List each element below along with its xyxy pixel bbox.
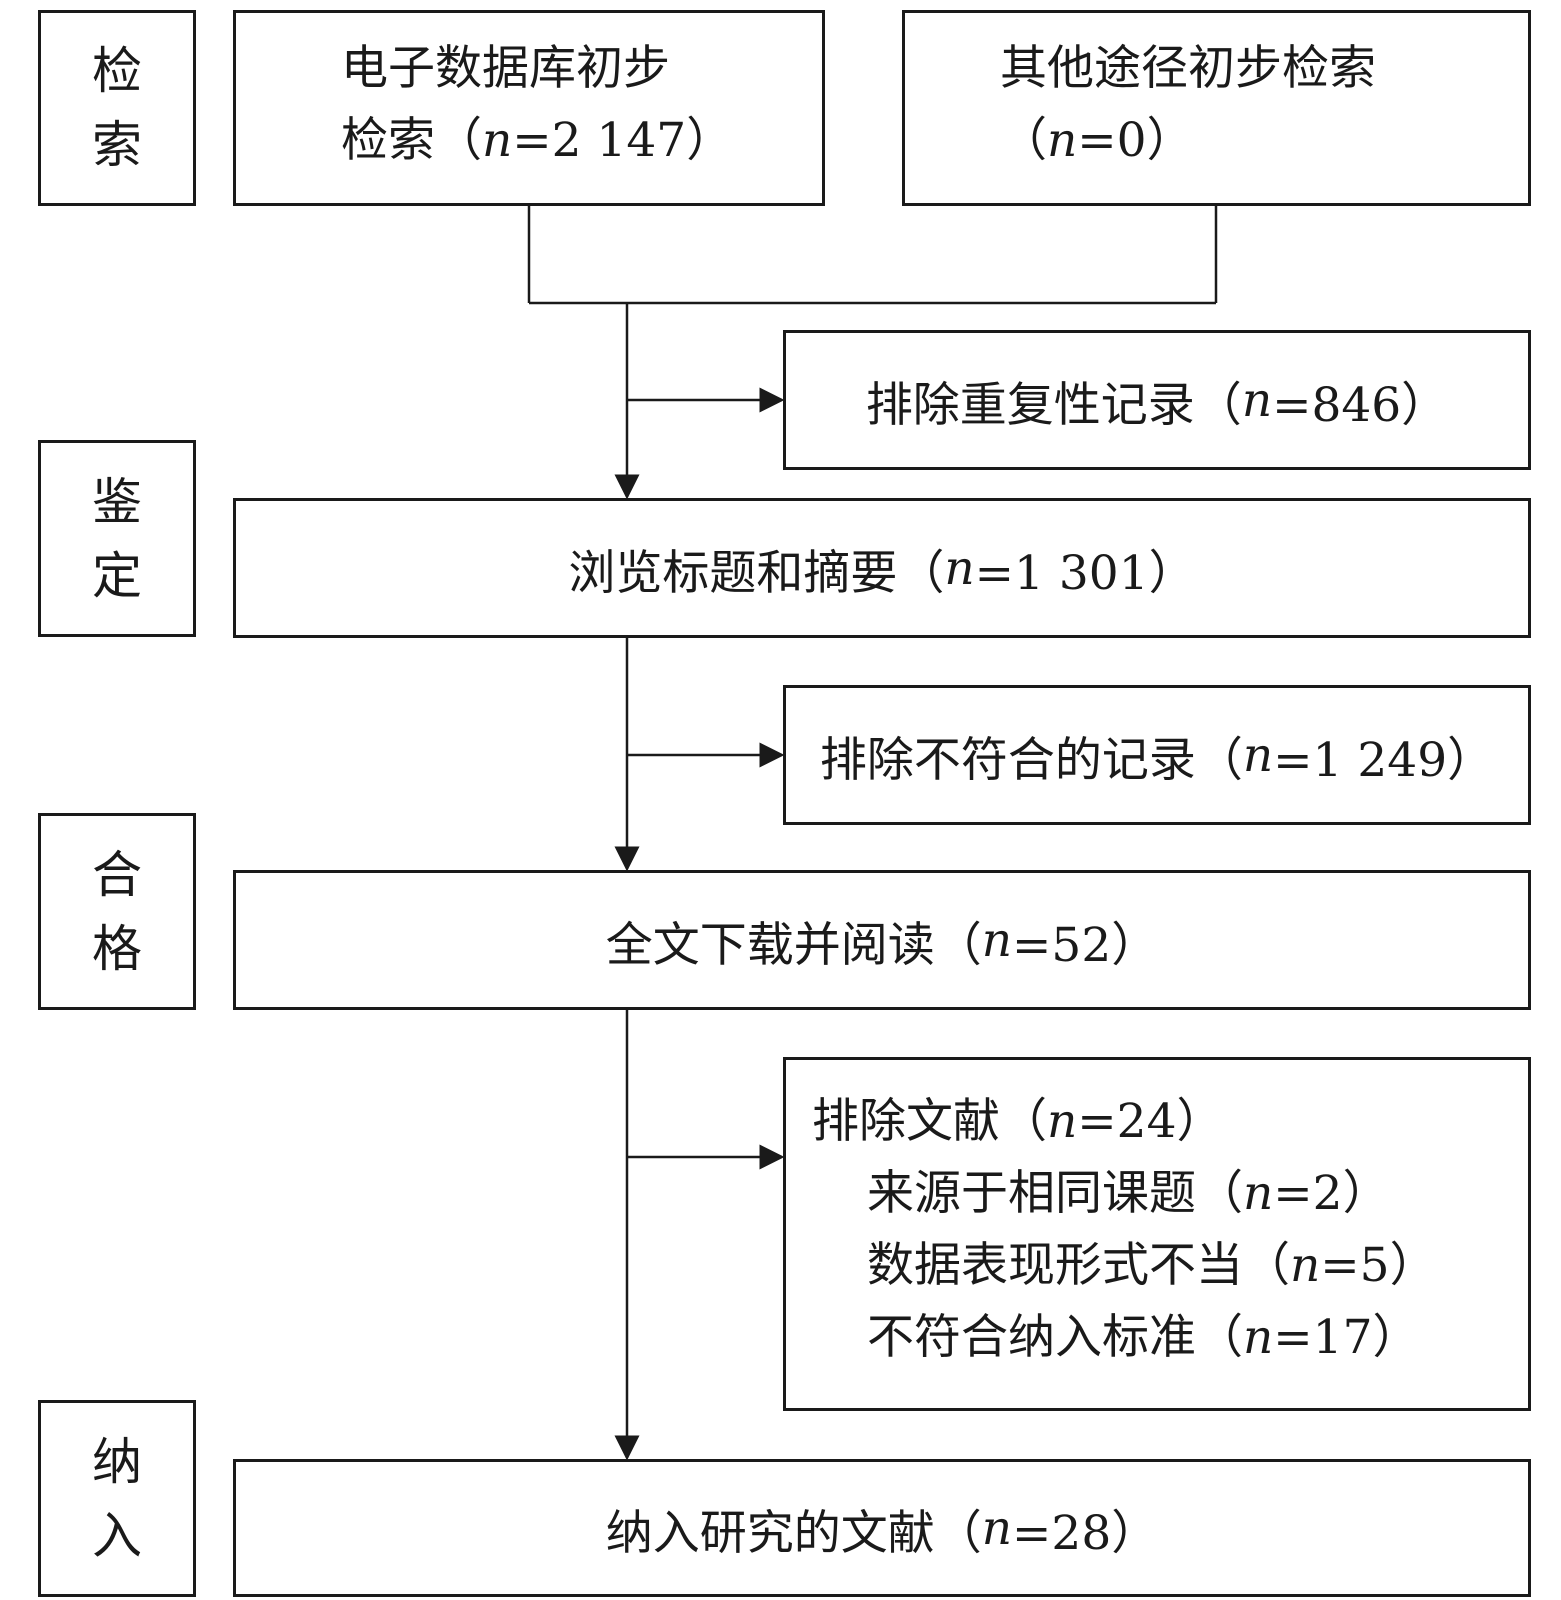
n-var: n [1047, 113, 1078, 168]
box-other-search: 其他途径初步检索 （n=0） [902, 10, 1531, 206]
exclusion-reason: 不符合纳入标准（n=17） [812, 1302, 1528, 1374]
other-search-line1: 其他途径初步检索 [1000, 41, 1376, 96]
fulltext-count: =52） [1012, 917, 1159, 973]
db-search-line1: 电子数据库初步 [341, 41, 670, 96]
dup-excluded-count: =846） [1272, 377, 1449, 433]
stage-char: 索 [92, 116, 142, 174]
n-var: n [1242, 727, 1274, 783]
dup-excluded-text: 排除重复性记录（ [865, 377, 1242, 433]
stage-char: 定 [92, 546, 142, 605]
stage-char: 格 [92, 919, 142, 978]
n-var: n [1243, 1166, 1274, 1221]
stage-label-eligible: 合 格 [38, 813, 196, 1010]
box-screen: 浏览标题和摘要（n=1 301） [233, 498, 1531, 638]
box-dup-excluded: 排除重复性记录（n=846） [783, 330, 1531, 470]
n-var: n [1290, 1238, 1321, 1293]
stage-char: 鉴 [92, 472, 142, 531]
other-search-line2: （n=0） [1000, 105, 1528, 177]
n-var: n [981, 912, 1013, 968]
included-count: =28） [1012, 1505, 1159, 1561]
box-mismatch-excluded: 排除不符合的记录（n=1 249） [783, 685, 1531, 825]
stage-char: 纳 [92, 1432, 142, 1491]
reason-text: 数据表现形式不当（ [867, 1238, 1290, 1293]
n-var: n [944, 540, 975, 596]
reason-count: =17） [1273, 1310, 1420, 1365]
db-search-line2: 检索（n=2 147） [341, 105, 822, 177]
screen-count: =1 301） [974, 545, 1196, 601]
stage-label-identify: 鉴 定 [38, 440, 196, 637]
n-var: n [1243, 1310, 1274, 1365]
db-search-count: =2 147） [512, 113, 734, 168]
reason-text: 不符合纳入标准（ [867, 1310, 1243, 1365]
mismatch-excluded-count: =1 249） [1273, 732, 1495, 788]
stage-label-include: 纳 入 [38, 1400, 196, 1597]
box-lit-excluded: 排除文献（n=24） 来源于相同课题（n=2） 数据表现形式不当（n=5） 不符… [783, 1057, 1531, 1411]
lit-excluded-count: =24） [1077, 1094, 1224, 1149]
stage-char: 入 [92, 1506, 142, 1565]
reason-count: =2） [1273, 1166, 1390, 1221]
box-db-search: 电子数据库初步 检索（n=2 147） [233, 10, 825, 206]
lit-excluded-text: 排除文献（ [812, 1094, 1047, 1149]
n-var: n [981, 1500, 1013, 1556]
db-search-text: 检索（ [341, 113, 482, 168]
n-var: n [482, 113, 513, 168]
reason-text: 来源于相同课题（ [867, 1166, 1243, 1221]
stage-label-search: 检 索 [38, 10, 196, 206]
stage-char: 合 [92, 845, 142, 904]
box-fulltext: 全文下载并阅读（n=52） [233, 870, 1531, 1010]
mismatch-excluded-text: 排除不符合的记录（ [819, 732, 1243, 788]
fulltext-text: 全文下载并阅读（ [605, 917, 982, 973]
reason-count: =5） [1320, 1238, 1437, 1293]
other-search-count: =0） [1077, 113, 1194, 168]
exclusion-reason: 数据表现形式不当（n=5） [812, 1230, 1528, 1302]
lit-excluded-heading: 排除文献（n=24） [812, 1086, 1528, 1158]
exclusion-reason: 来源于相同课题（n=2） [812, 1158, 1528, 1230]
box-included: 纳入研究的文献（n=28） [233, 1459, 1531, 1597]
n-var: n [1047, 1094, 1078, 1149]
stage-char: 检 [92, 42, 142, 100]
other-search-text: （ [1000, 113, 1047, 168]
screen-text: 浏览标题和摘要（ [568, 545, 945, 601]
included-text: 纳入研究的文献（ [605, 1505, 982, 1561]
n-var: n [1241, 372, 1273, 428]
